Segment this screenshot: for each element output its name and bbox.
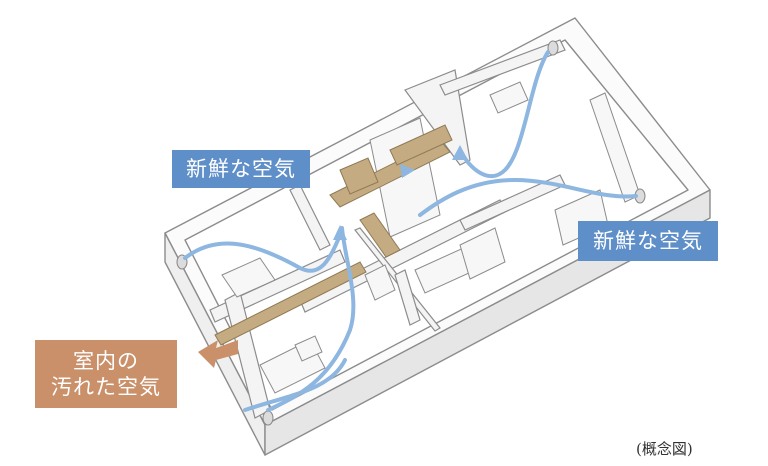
fresh-air-text-left: 新鮮な空気 <box>186 156 296 181</box>
fresh-air-label-left: 新鮮な空気 <box>172 150 310 188</box>
furniture <box>221 81 641 394</box>
airflow-arrowheads <box>333 145 468 240</box>
fresh-air-text-right: 新鮮な空気 <box>593 228 703 253</box>
ventilation-duct <box>214 124 453 346</box>
concept-note: (概念図) <box>636 440 693 458</box>
dirty-air-text-line2: 汚れた空気 <box>51 375 161 399</box>
airflow-paths <box>183 50 638 412</box>
fresh-air-label-right: 新鮮な空気 <box>578 221 718 261</box>
dirty-air-label: 室内の 汚れた空気 <box>35 340 177 408</box>
dirty-air-arrow <box>198 340 238 368</box>
dirty-air-text-line1: 室内の <box>73 348 139 373</box>
vents <box>176 40 646 426</box>
